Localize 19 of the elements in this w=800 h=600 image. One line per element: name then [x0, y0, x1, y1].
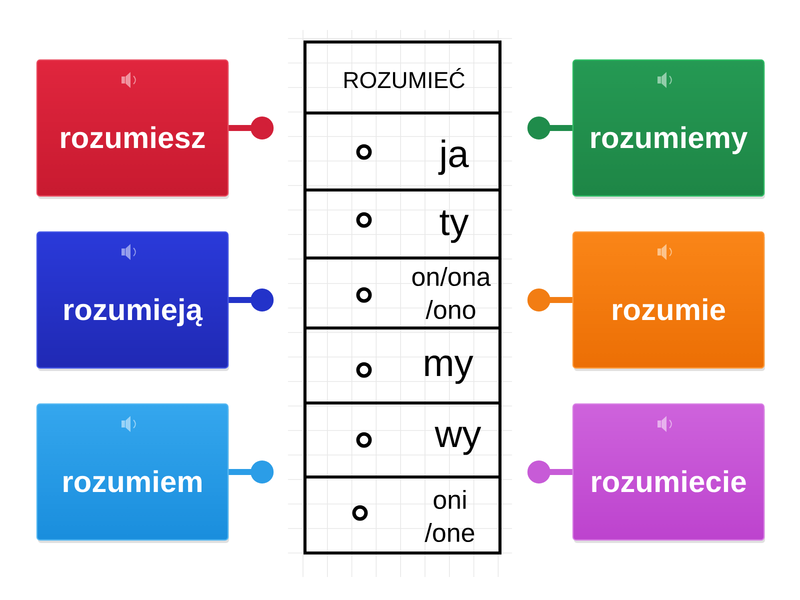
- connector: [228, 116, 274, 140]
- connector: [527, 116, 572, 140]
- word-tile: rozumiem: [36, 403, 229, 543]
- connector: [527, 288, 572, 312]
- connector: [228, 288, 274, 312]
- word-tile: rozumie: [572, 231, 765, 371]
- table-header: ROZUMIEĆ: [304, 40, 502, 114]
- table-row: ja: [304, 112, 502, 192]
- word-tile: rozumieją: [36, 231, 229, 371]
- table-row: oni /one: [304, 476, 502, 554]
- table-row: on/ona /ono: [304, 256, 502, 330]
- word-tile: rozumiesz: [36, 59, 229, 199]
- word-tile: rozumiemy: [572, 59, 765, 199]
- table-row: ty: [304, 188, 502, 260]
- table-row: my: [304, 326, 502, 404]
- table-row: wy: [304, 402, 502, 478]
- connector: [228, 460, 274, 484]
- word-tile: rozumiecie: [572, 403, 765, 543]
- connector: [527, 460, 572, 484]
